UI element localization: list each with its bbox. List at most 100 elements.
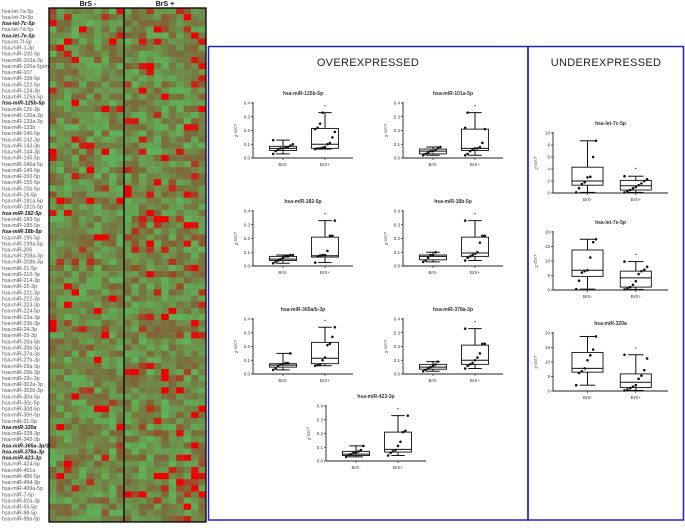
plot-title: hsa-miR-18b-5p (434, 199, 472, 205)
heatmap-cell (56, 448, 65, 455)
heatmap-cell (124, 142, 132, 150)
heatmap-cell (71, 160, 80, 168)
heatmap-cell (191, 185, 199, 192)
heatmap-cell (49, 320, 57, 327)
y-tick-label: 0.1 (394, 250, 401, 255)
heatmap-cell (49, 38, 57, 46)
heatmap-cell (168, 326, 177, 333)
heatmap-cell (86, 491, 95, 498)
heatmap-cell (153, 160, 162, 168)
data-point (580, 182, 584, 186)
heatmap-cell (109, 295, 117, 303)
heatmap-cell (191, 148, 199, 156)
data-point (281, 256, 285, 260)
heatmap-cell (49, 50, 57, 58)
data-point (580, 271, 584, 274)
row-labels: hsa-let-7a-5phsa-let-7b-5phsa-let-7c-5ph… (2, 9, 69, 523)
heatmap-cell (101, 350, 110, 358)
heatmap-cell (168, 491, 177, 498)
heatmap-cell (49, 381, 57, 388)
heatmap-cell (56, 191, 65, 198)
heatmap-cell (146, 160, 155, 168)
y-tick-label: 0.0 (394, 372, 401, 377)
plot-title: hsa-miR-182-5p (284, 199, 321, 205)
row-label: hsa-miR-320a (2, 425, 36, 431)
heatmap-cell (94, 191, 102, 198)
heatmap-cell (94, 20, 102, 27)
heatmap-cell (49, 411, 57, 419)
heatmap-cell (94, 503, 102, 511)
heatmap-cell (146, 246, 155, 254)
heatmap-cell (161, 436, 170, 443)
underexpressed-title: UNDEREXPRESSED (551, 57, 662, 69)
heatmap-cell (183, 191, 192, 198)
heatmap-cell (153, 63, 162, 70)
heatmap-cell (49, 265, 57, 272)
heatmap-cell (109, 313, 117, 321)
heatmap-cell (124, 130, 132, 137)
heatmap-cell (64, 454, 72, 462)
heatmap-cell (198, 283, 207, 290)
heatmap-cell (138, 69, 147, 76)
heatmap-cell (168, 252, 177, 260)
heatmap-cell (183, 362, 192, 370)
heatmap-cell (138, 148, 147, 156)
heatmap-cell (56, 136, 65, 143)
heatmap-cell (176, 491, 184, 498)
heatmap-cell (79, 44, 87, 52)
heatmap-cell (168, 75, 177, 82)
heatmap-cell (71, 356, 80, 364)
row-label: hsa-miR-144-3p (2, 150, 40, 156)
heatmap-cell (198, 26, 207, 33)
heatmap-cell (131, 466, 140, 474)
heatmap-cell (109, 105, 117, 113)
heatmap-cell (183, 69, 192, 76)
y-axis-label-exponent: -ΔΔCT (384, 339, 388, 351)
y-tick-label: 0.4 (244, 101, 251, 106)
heatmap-cell (49, 14, 57, 21)
data-point (291, 142, 295, 146)
y-axis-label-exponent: -ΔΔCT (534, 354, 538, 366)
data-point (586, 358, 589, 362)
heatmap-cell (131, 105, 140, 113)
heatmap-cell (131, 20, 140, 27)
heatmap-cell (86, 173, 95, 180)
heatmap-cell (131, 87, 140, 94)
heatmap-cell (161, 405, 170, 413)
heatmap-cell (191, 320, 199, 327)
heatmap-cell (161, 448, 170, 455)
heatmap-cell (146, 56, 155, 64)
heatmap-cell (131, 81, 140, 88)
heatmap-cell (49, 473, 57, 480)
heatmap-cell (131, 69, 140, 76)
heatmap-cell (49, 313, 57, 321)
heatmap-cell (191, 118, 199, 125)
heatmap-cell (71, 362, 80, 370)
heatmap-cell (131, 26, 140, 33)
heatmap-cell (109, 216, 117, 223)
heatmap-cell (101, 271, 110, 278)
heatmap-cell (138, 124, 147, 131)
heatmap-cell (109, 234, 117, 241)
heatmap-cell (71, 148, 80, 156)
heatmap-cell (116, 381, 125, 388)
heatmap-cell (183, 509, 192, 517)
heatmap-cell (116, 112, 125, 119)
heatmap-cell (183, 485, 192, 492)
data-point (626, 287, 629, 290)
heatmap-cell (146, 320, 155, 327)
y-tick-label: 0.2 (244, 128, 251, 133)
heatmap-cell (79, 69, 87, 76)
heatmap-cell (116, 479, 125, 486)
heatmap-cell (146, 381, 155, 388)
heatmap-cell (191, 209, 199, 217)
data-point (463, 153, 467, 157)
heatmap-cell (176, 75, 184, 82)
data-point (645, 177, 649, 181)
heatmap-cell (124, 191, 132, 198)
heatmap-cell (86, 515, 95, 523)
heatmap-cell (183, 93, 192, 101)
heatmap-cell (153, 265, 162, 272)
heatmap-border (48, 7, 207, 523)
